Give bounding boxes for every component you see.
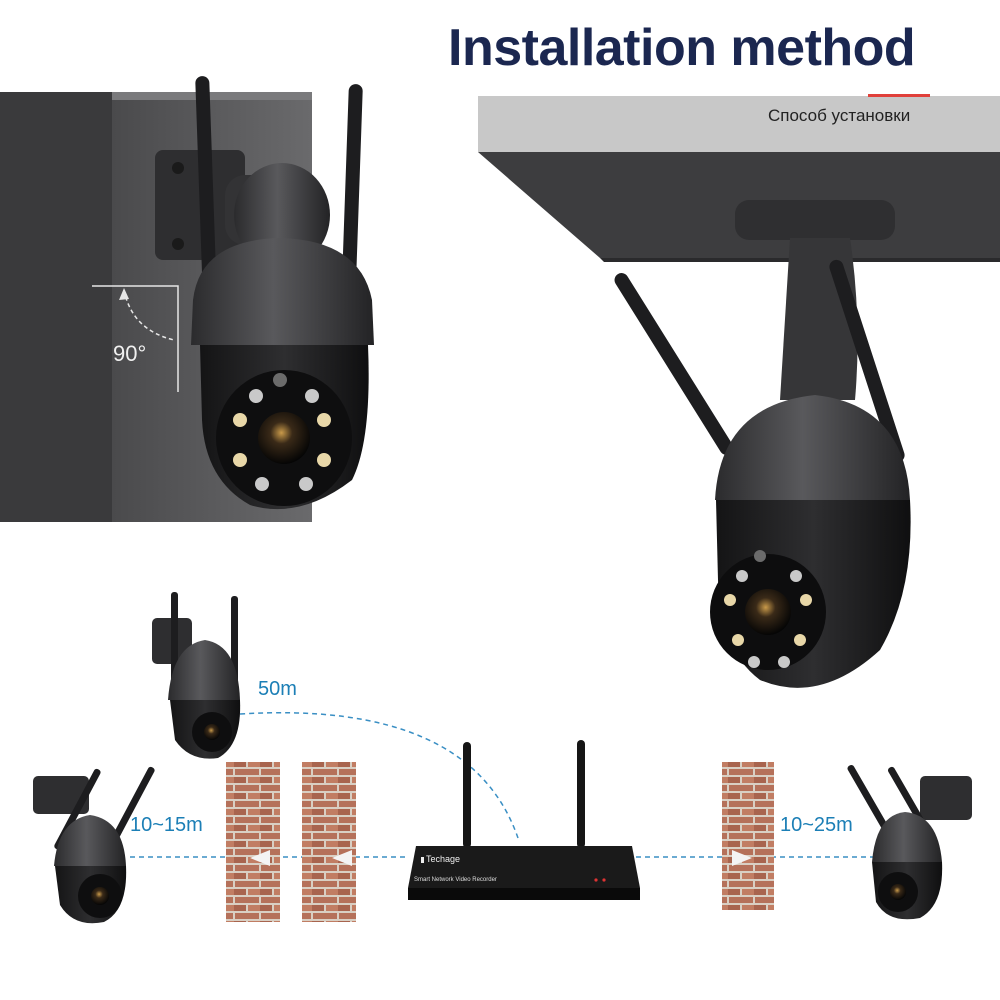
nvr-model-label: Smart Network Video Recorder [414, 877, 497, 883]
page-title: Installation method [448, 19, 916, 77]
brick-wall-3 [722, 762, 774, 910]
wall-camera [155, 76, 374, 510]
nvr-device [408, 740, 640, 900]
distance-top-label: 50m [258, 678, 297, 700]
accent-line [868, 94, 930, 97]
link-top-camera [239, 711, 519, 839]
brick-wall-1 [226, 762, 280, 922]
camera-left [33, 766, 155, 924]
camera-right [847, 764, 972, 920]
subtitle-bar [478, 96, 1000, 152]
nvr-brand-label: Techage [426, 854, 461, 864]
camera-top [152, 592, 241, 759]
distance-left-label: 10~15m [130, 814, 203, 836]
angle-label: 90° [113, 341, 147, 366]
ceiling-camera [614, 200, 911, 688]
brick-wall-2 [302, 762, 356, 922]
distance-right-label: 10~25m [780, 814, 853, 836]
page-subtitle: Способ установки [768, 106, 911, 125]
